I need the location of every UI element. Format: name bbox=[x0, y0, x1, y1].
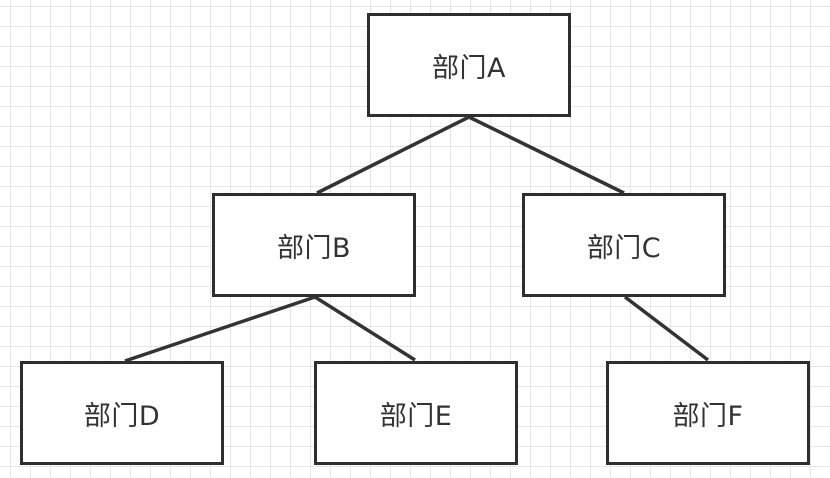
edge-a-b bbox=[316, 115, 470, 195]
node-label-d: 部门D bbox=[83, 400, 161, 432]
node-label-b: 部门B bbox=[276, 232, 352, 264]
node-department-f[interactable]: 部门F bbox=[606, 361, 810, 465]
edge-b-e bbox=[314, 295, 416, 362]
node-label-c: 部门C bbox=[586, 232, 662, 264]
node-department-d[interactable]: 部门D bbox=[20, 361, 224, 465]
edge-b-d bbox=[124, 295, 316, 363]
node-department-a[interactable]: 部门A bbox=[367, 13, 571, 117]
node-label-a: 部门A bbox=[432, 52, 506, 84]
edge-c-f bbox=[623, 295, 710, 362]
node-department-e[interactable]: 部门E bbox=[314, 361, 518, 465]
node-department-b[interactable]: 部门B bbox=[212, 193, 416, 297]
node-label-e: 部门E bbox=[379, 400, 453, 432]
node-label-f: 部门F bbox=[672, 400, 744, 432]
node-department-c[interactable]: 部门C bbox=[522, 193, 726, 297]
edge-a-c bbox=[468, 115, 625, 195]
